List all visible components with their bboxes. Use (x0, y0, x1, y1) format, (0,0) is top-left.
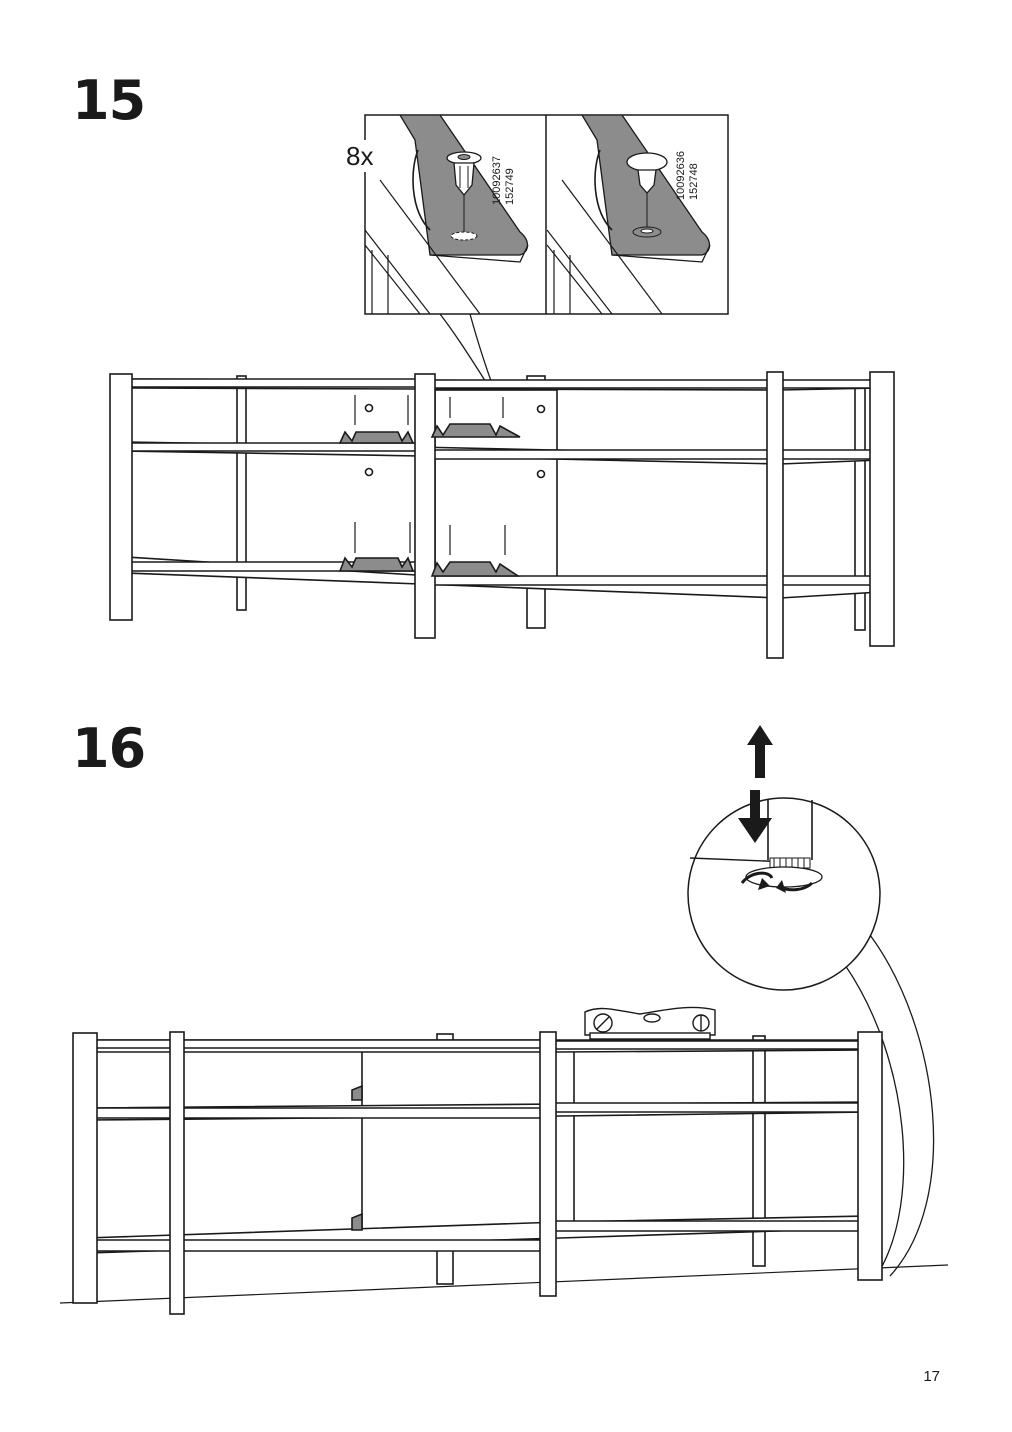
part-number: 152749 (504, 168, 516, 205)
callout-panel-left: 10092637 152749 (365, 115, 529, 314)
level-foot-detail (687, 725, 935, 1277)
adjust-foot-arrows-icon (738, 725, 814, 893)
callout-panel-right: 10092636 152748 (547, 115, 711, 314)
part-number: 10092637 (491, 156, 503, 205)
cap-icon (626, 152, 668, 238)
quantity-label: 8x (346, 141, 373, 171)
tv-bench-step15 (109, 371, 895, 659)
shelf-peg-plug-icon (446, 151, 482, 241)
detail-callout: 10092637 152749 8x 10092636 152748 (340, 114, 729, 405)
floor-line (59, 1264, 949, 1304)
part-number: 152748 (688, 163, 700, 200)
tv-bench-step16 (72, 1031, 883, 1315)
page-number: 17 (923, 1368, 940, 1385)
step-number: 15 (72, 69, 146, 132)
step-number: 16 (72, 717, 146, 780)
part-number: 10092636 (675, 151, 687, 200)
spirit-level (584, 1006, 716, 1040)
